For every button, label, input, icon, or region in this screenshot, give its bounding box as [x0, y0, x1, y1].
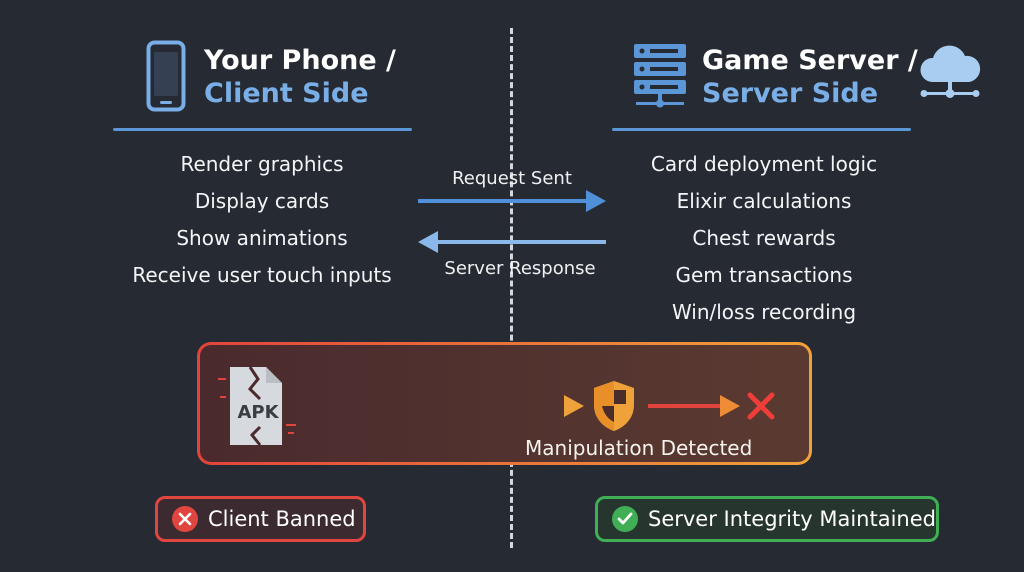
client-responsibilities-list: Render graphics Display cards Show anima… — [112, 146, 412, 294]
client-title-line2: Client Side — [204, 78, 369, 109]
server-title-line2: Server Side — [702, 78, 879, 109]
list-item: Display cards — [194, 189, 330, 213]
request-arrow — [418, 190, 606, 212]
broken-apk-file-icon: APK — [216, 363, 302, 453]
center-divider — [510, 28, 513, 548]
list-item: Win/loss recording — [671, 300, 857, 324]
server-integrity-label: Server Integrity Maintained — [648, 507, 936, 531]
list-item: Receive user touch inputs — [132, 263, 392, 287]
cloud-network-icon — [914, 42, 986, 112]
server-responsibilities-list: Card deployment logic Elixir calculation… — [614, 146, 914, 331]
x-mark-icon — [745, 390, 777, 426]
server-rack-icon — [632, 42, 688, 114]
client-title-line1: Your Phone / — [204, 45, 396, 76]
response-arrow — [418, 231, 606, 253]
attack-arrow — [312, 395, 584, 417]
server-header-rule — [612, 128, 911, 131]
list-item: Show animations — [176, 226, 348, 250]
client-banned-label: Client Banned — [208, 507, 356, 531]
request-label: Request Sent — [452, 168, 572, 189]
list-item: Chest rewards — [692, 226, 836, 250]
client-title: Your Phone / Client Side — [204, 44, 396, 110]
server-integrity-badge: Server Integrity Maintained — [595, 496, 939, 542]
block-arrow — [648, 395, 740, 417]
client-header-rule — [113, 128, 412, 131]
list-item: Gem transactions — [675, 263, 853, 287]
check-circle-icon — [612, 506, 638, 532]
list-item: Elixir calculations — [676, 189, 852, 213]
manipulation-detected-label: Manipulation Detected — [525, 436, 753, 460]
list-item: Card deployment logic — [650, 152, 878, 176]
client-banned-badge: Client Banned — [155, 496, 366, 542]
x-circle-icon — [172, 506, 198, 532]
manipulation-panel — [197, 342, 812, 465]
shield-icon — [590, 378, 638, 438]
apk-label: APK — [237, 402, 279, 423]
server-title: Game Server / Server Side — [702, 44, 918, 110]
phone-icon — [146, 40, 186, 116]
server-title-line1: Game Server / — [702, 45, 918, 76]
list-item: Render graphics — [180, 152, 344, 176]
response-label: Server Response — [444, 258, 596, 279]
